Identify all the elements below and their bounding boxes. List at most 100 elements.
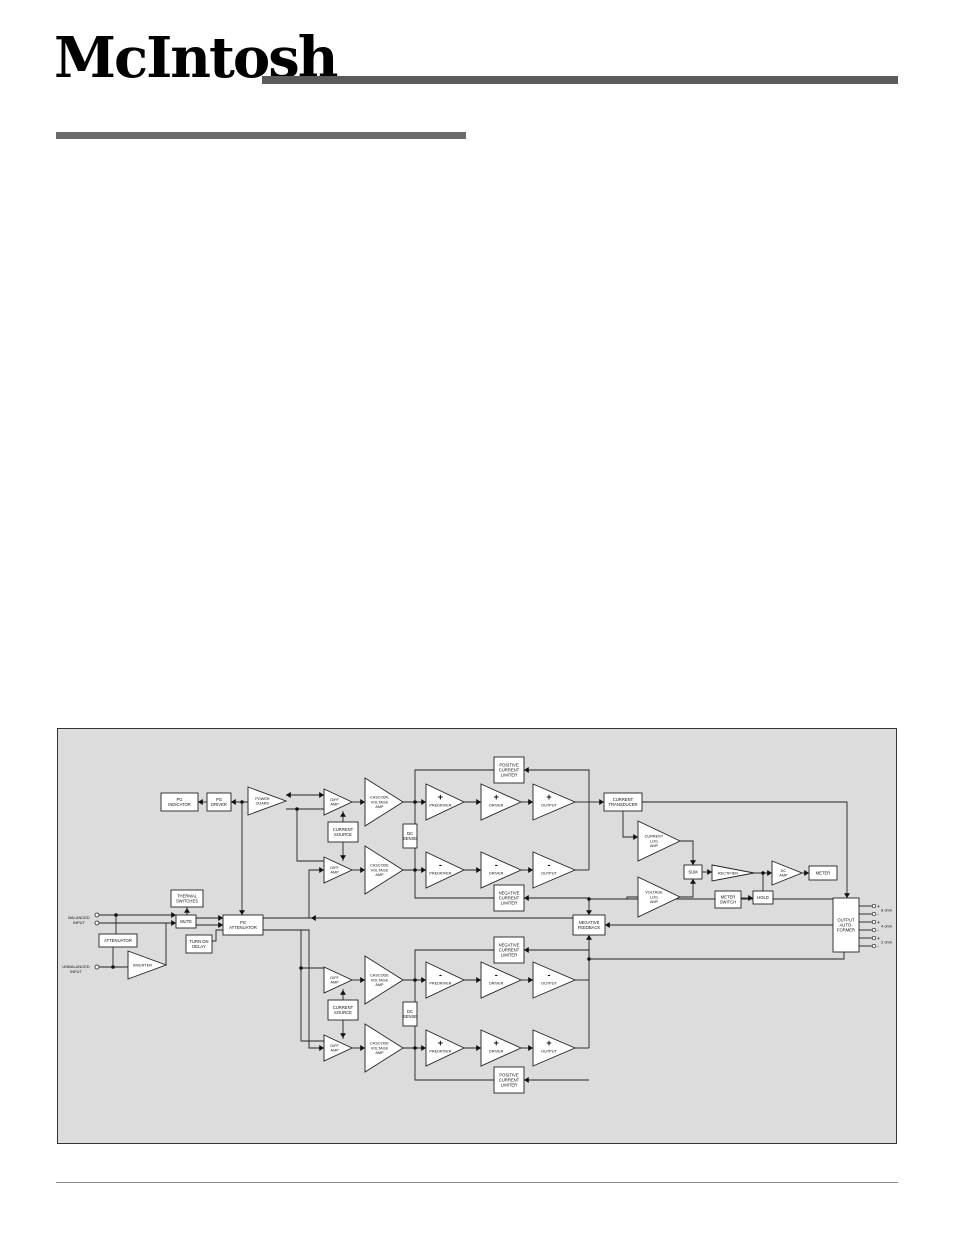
unbalanced-input-label: INPUT [70, 969, 83, 974]
output-amp-label: OUTPUT [541, 871, 557, 875]
positive-current-limiter-block-label: POSITIVE [499, 762, 519, 767]
arrow-head [476, 799, 481, 805]
cascode-voltage-amp-label: AMP [375, 805, 384, 809]
section-rule [56, 132, 466, 139]
driver-amp-sign: + [494, 792, 499, 802]
cascode-voltage-amp-label: VOLTAGE [371, 800, 389, 804]
dc-sense-block-label: DC [407, 1009, 413, 1014]
meter-switch-block [714, 890, 742, 909]
dc-sense-block [402, 1001, 418, 1027]
output-amp-sign: - [547, 970, 550, 980]
cascode-voltage-amp-label: AMP [375, 1051, 384, 1055]
junction-dot [295, 807, 299, 811]
signal-line [626, 896, 638, 899]
positive-current-limiter-block-label: LIMITER [501, 773, 518, 778]
predriver-amp [425, 961, 466, 999]
current-log-amp-label: LOG [650, 839, 658, 843]
arrow-head [340, 855, 346, 860]
arrow-head [286, 792, 291, 798]
predriver-amp [425, 851, 466, 889]
attenuator-block-label: ATTENUATOR [104, 938, 132, 943]
signal-line [296, 809, 324, 862]
diff-amp-label: DIFF [330, 866, 339, 870]
signal-line [263, 929, 324, 1049]
current-transducer-block-label: TRANSDUCER [608, 802, 637, 807]
cascode-voltage-amp-label: VOLTAGE [371, 1046, 389, 1050]
balanced-input-label: INPUT [73, 920, 86, 925]
diff-amp-label: DIFF [330, 1044, 339, 1048]
predriver-amp-label: PREDRIVER [429, 1049, 451, 1053]
attenuator-block [98, 933, 138, 948]
arrow-head [476, 867, 481, 873]
voltage-log-amp-label: LOG [650, 895, 658, 899]
output-amp [532, 1029, 577, 1067]
terminal-plus: + [877, 904, 880, 910]
turn-on-delay-block-label: DELAY [192, 944, 206, 949]
cascode-voltage-amp-label: CASCODE [370, 864, 389, 868]
negative-feedback-block-label: NEGATIVE [579, 920, 600, 925]
predriver-amp-sign: - [439, 860, 442, 870]
driver-amp [480, 961, 523, 999]
arrow-head [586, 910, 592, 915]
arrow-head [476, 1045, 481, 1051]
driver-amp [480, 1029, 523, 1067]
driver-amp [480, 783, 523, 821]
output-amp-label: OUTPUT [541, 981, 557, 985]
signal-line [589, 898, 840, 900]
speaker-terminal [871, 927, 877, 933]
arrow-head [844, 893, 850, 898]
terminal-minus: - [877, 944, 879, 950]
dc-sense-block-label: SENSE [403, 836, 417, 841]
negative-current-limiter-block [493, 884, 525, 912]
turn-on-delay-block [185, 934, 213, 954]
predriver-amp-sign: + [438, 1038, 443, 1048]
dc-amp-label: AMP [779, 874, 788, 878]
arrow-head [707, 869, 712, 875]
positive-current-limiter-block [493, 1066, 525, 1094]
current-source-block-label: SOURCE [334, 1010, 352, 1015]
power-guard-amp [247, 786, 288, 816]
output-autoformer-block-label: OUTPUT [837, 917, 855, 922]
inverter-amp [127, 950, 168, 980]
signal-line [642, 801, 848, 898]
cascode-voltage-amp-label: AMP [375, 983, 384, 987]
arrow-head [586, 935, 592, 940]
arrow-head [171, 920, 176, 926]
power-guard-amp-label: GUARD [256, 802, 270, 806]
arrow-head [605, 922, 610, 928]
terminal-minus: - [877, 928, 879, 934]
meter-switch-block-label: METER [721, 894, 736, 899]
voltage-log-amp [637, 876, 682, 918]
dc-sense-block-label: DC [407, 831, 413, 836]
mute-block [175, 914, 197, 929]
cascode-voltage-amp-label: VOLTAGE [371, 868, 389, 872]
signal-line [680, 840, 694, 865]
arrow-head [524, 895, 529, 901]
rectifier-amp [711, 864, 755, 882]
signal-line [680, 879, 694, 898]
balanced-input-label: BALANCED [68, 915, 90, 920]
voltage-log-amp-label: AMP [650, 900, 659, 904]
arrow-head [528, 867, 533, 873]
speaker-terminal [871, 903, 877, 909]
cascode-voltage-amp-label: AMP [375, 873, 384, 877]
output-amp-sign: - [547, 860, 550, 870]
signal-line [589, 949, 845, 960]
arrow-head [218, 922, 223, 928]
arrow-head [239, 910, 245, 915]
arrow-head [767, 870, 772, 876]
arrow-head [319, 792, 324, 798]
sum-block-label: SUM [688, 869, 698, 874]
speaker-terminal [871, 943, 877, 949]
signal-line [622, 811, 638, 838]
driver-amp [480, 851, 523, 889]
meter-block-label: METER [816, 870, 831, 875]
arrow-head [421, 799, 426, 805]
current-source-block-label: SOURCE [334, 832, 352, 837]
current-log-amp-label: AMP [650, 844, 659, 848]
arrow-head [319, 867, 324, 873]
output-amp-label: OUTPUT [541, 803, 557, 807]
arrow-head [360, 867, 365, 873]
arrow-head [528, 799, 533, 805]
predriver-amp [425, 1029, 466, 1067]
